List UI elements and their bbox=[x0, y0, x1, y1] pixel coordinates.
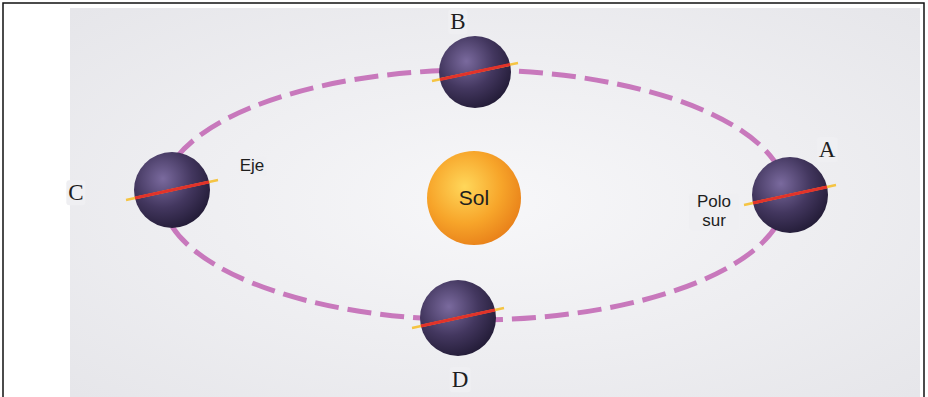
frame bbox=[3, 3, 924, 397]
position-letter: A bbox=[817, 137, 838, 162]
position-letter: C bbox=[66, 180, 85, 205]
position-letter: D bbox=[450, 367, 471, 392]
planet-c bbox=[126, 152, 218, 228]
position-letter: B bbox=[448, 9, 467, 34]
ground bbox=[70, 8, 920, 397]
sun-disc bbox=[427, 151, 521, 245]
sun-circle: Sol bbox=[426, 150, 522, 246]
planet-a bbox=[744, 157, 836, 233]
pole-label: Polo sur bbox=[689, 193, 739, 230]
planet-b bbox=[432, 36, 518, 108]
sun-label: Sol bbox=[459, 186, 489, 210]
planet-d bbox=[412, 280, 504, 356]
axis-label: Eje bbox=[238, 157, 267, 176]
